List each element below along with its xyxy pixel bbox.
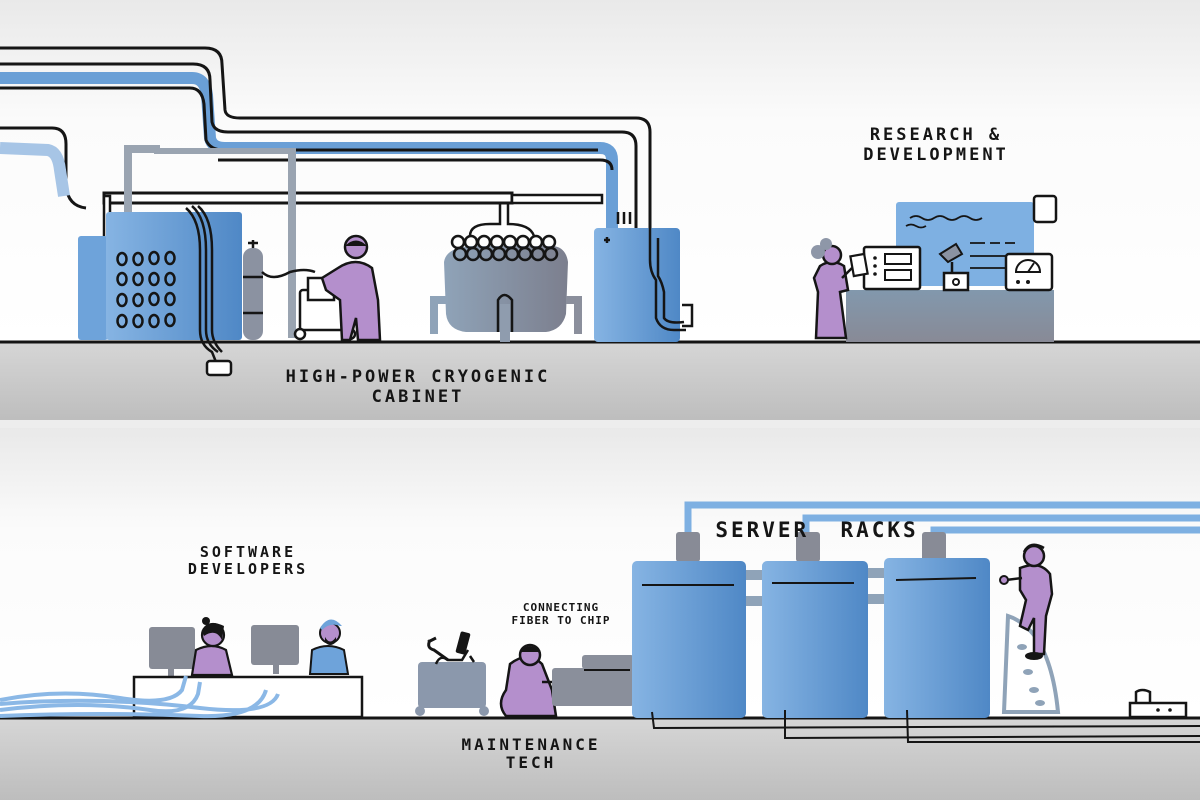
monitor-left [149, 627, 195, 669]
rack-technician [999, 543, 1054, 660]
microscope [938, 242, 970, 292]
label-software-line1: SOFTWARE [199, 543, 297, 561]
top-floor [0, 342, 1200, 422]
top-panel [0, 0, 1200, 422]
wrench-icon [427, 636, 449, 662]
cart-technician [293, 234, 382, 342]
label-software-line2: DEVELOPERS [187, 560, 309, 579]
label-cryogenic-line1: HIGH-POWER CRYOGENIC [285, 367, 551, 387]
tool-cart [418, 662, 486, 708]
technician-head [343, 234, 369, 260]
lab-bench [846, 290, 1054, 342]
maintenance-tech [499, 643, 577, 718]
researcher [811, 238, 869, 340]
fiber-chip-unit [552, 668, 634, 706]
monitor-right [251, 625, 299, 665]
label-maintenance-line1: MAINTENANCE [461, 735, 601, 754]
maintenance-area [415, 631, 634, 718]
server-racks [632, 501, 1200, 743]
fiber-cables [0, 675, 280, 719]
developer-woman [190, 617, 234, 677]
label-server-racks: SERVER RACKS [694, 470, 940, 567]
label-research-line1: RESEARCH & [869, 125, 1003, 145]
whiteboard-scribbles [905, 215, 1015, 269]
label-server-racks-text: SERVER RACKS [715, 518, 919, 543]
wall-clock [1032, 194, 1058, 224]
cable-plug [205, 359, 233, 377]
label-maintenance-tech: MAINTENANCE TECH [436, 735, 626, 773]
gas-cylinder [243, 240, 316, 340]
power-strip [1128, 688, 1188, 719]
dilution-refrigerator [430, 203, 582, 342]
bottom-floor [0, 718, 1200, 800]
server-rack-3 [884, 558, 990, 718]
meter-device [1004, 252, 1054, 292]
cabinet-back [78, 236, 108, 340]
label-research-development: RESEARCH & DEVELOPMENT [826, 125, 1046, 165]
label-maintenance-line2: TECH [505, 753, 557, 773]
label-cryogenic-cabinet: HIGH-POWER CRYOGENIC CABINET [248, 367, 588, 407]
whiteboard [896, 202, 1034, 286]
cabinet-cables [185, 205, 223, 363]
label-cryogenic-line2: CABINET [371, 386, 465, 407]
label-fiber-line2: FIBER TO CHIP [511, 613, 611, 627]
control-tank [594, 212, 694, 342]
cryogenic-cabinet [78, 205, 242, 377]
overhead-pipes [0, 46, 652, 228]
ladder [1001, 613, 1061, 714]
developer-man [308, 619, 350, 675]
research-lab [811, 194, 1058, 342]
label-software-developers: SOFTWARE DEVELOPERS [158, 543, 338, 579]
panel-divider [0, 420, 1200, 428]
technician-body [320, 260, 382, 342]
developer-desk-area [0, 617, 364, 719]
flashlight-icon [455, 631, 471, 655]
label-fiber-line1: CONNECTING [522, 601, 600, 614]
cabinet-vents [116, 250, 176, 329]
coil-loops [450, 203, 559, 262]
label-connecting-fiber: CONNECTING FIBER TO CHIP [496, 601, 626, 627]
floor-cables [651, 709, 1200, 743]
server-rack-2 [762, 561, 868, 718]
server-rack-1 [632, 561, 746, 718]
bottom-panel [0, 428, 1200, 800]
label-research-line2: DEVELOPMENT [863, 144, 1009, 165]
